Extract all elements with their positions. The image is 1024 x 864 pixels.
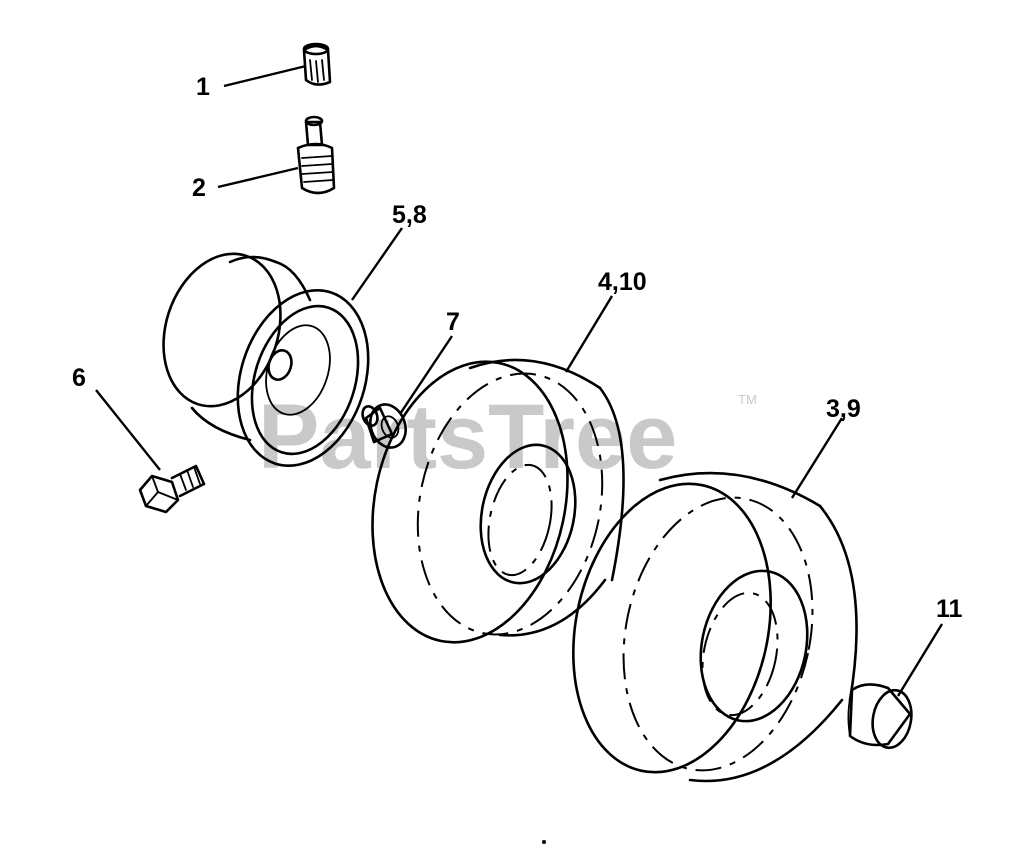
callout-2: 2 — [192, 174, 206, 202]
stray-mark — [542, 840, 546, 844]
callout-3-9: 3,9 — [826, 395, 861, 423]
watermark-trademark: TM — [738, 392, 757, 407]
hub-cap-part — [847, 683, 913, 750]
inner-tire-part — [371, 358, 625, 644]
callout-5-8: 5,8 — [392, 201, 427, 229]
watermark-brand: PartsTree — [258, 386, 677, 488]
callout-4-10: 4,10 — [598, 268, 647, 296]
callout-6: 6 — [72, 364, 86, 392]
valve-cap-part — [302, 42, 332, 86]
callout-11: 11 — [936, 595, 963, 623]
callout-7: 7 — [446, 308, 460, 336]
leader-lines — [95, 64, 944, 697]
lug-bolt-part — [138, 464, 206, 514]
watermark: PartsTree TM — [258, 386, 757, 488]
wheel-rim-part — [162, 252, 370, 468]
callouts: 1 2 5,8 4,10 7 6 3,9 11 — [72, 73, 963, 623]
outer-tire-part — [572, 471, 858, 783]
callout-1: 1 — [196, 73, 210, 101]
valve-stem-part — [296, 115, 336, 195]
